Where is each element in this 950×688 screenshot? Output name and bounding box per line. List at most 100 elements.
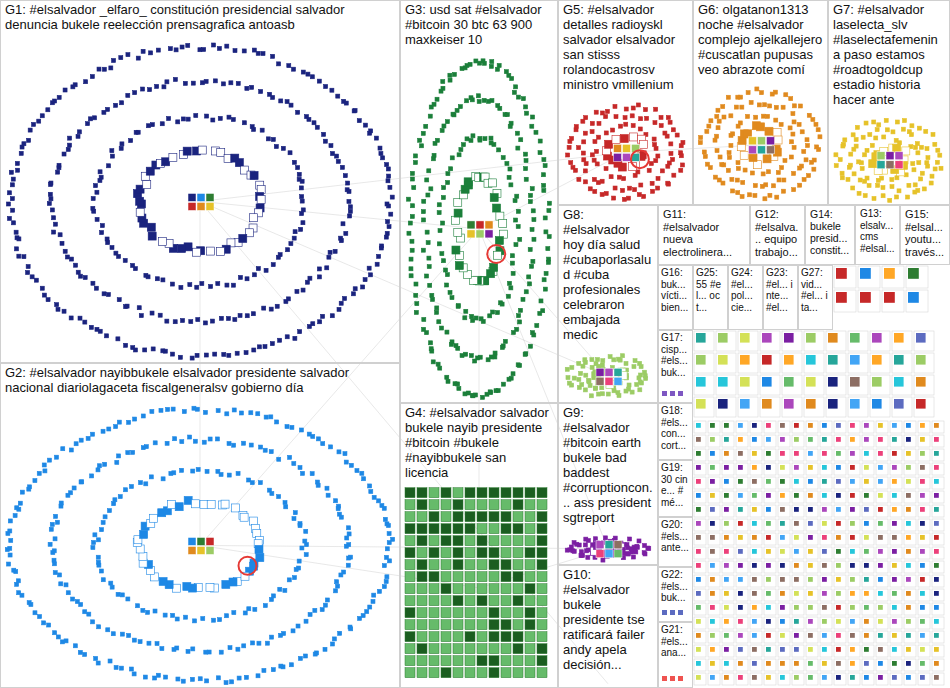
tiny-group-icon — [872, 355, 882, 365]
vertex-icon — [184, 615, 188, 619]
vertex-icon — [186, 43, 190, 47]
vertex-icon — [539, 299, 543, 303]
vertex-icon — [293, 230, 297, 234]
tiny-group-cell — [834, 266, 856, 288]
vertex-icon — [259, 445, 263, 449]
vertex-icon — [915, 142, 919, 146]
vertex-icon — [501, 488, 511, 498]
vertex-icon — [525, 608, 535, 618]
vertex-icon — [489, 524, 499, 534]
vertex-icon — [417, 620, 427, 630]
tiny-group-cell — [760, 397, 780, 417]
vertex-icon — [524, 177, 528, 181]
vertex-icon — [40, 114, 44, 118]
vertex-icon — [225, 44, 229, 48]
tiny-group-icon — [740, 355, 750, 365]
vertex-icon — [477, 524, 487, 534]
vertex-icon — [705, 162, 709, 166]
vertex-icon — [321, 314, 325, 318]
hub-icon — [877, 152, 885, 160]
vertex-icon — [659, 115, 663, 119]
vertex-icon — [301, 70, 305, 74]
vertex-icon — [766, 114, 770, 118]
tiny-group-icon — [696, 333, 706, 343]
vertex-icon — [74, 263, 78, 267]
vertex-icon — [740, 195, 744, 199]
vertex-icon — [94, 286, 98, 290]
vertex-icon — [101, 520, 105, 524]
vertex-icon — [109, 581, 113, 585]
vertex-icon — [160, 122, 164, 126]
vertex-icon — [405, 512, 415, 522]
hub-icon — [758, 137, 766, 145]
vertex-icon — [22, 142, 26, 146]
vertex-icon — [219, 472, 223, 476]
vertex-icon — [385, 163, 389, 167]
vertex-icon — [417, 584, 427, 594]
vertex-icon — [90, 75, 94, 79]
vertex-icon — [163, 613, 167, 617]
vertex-icon — [153, 609, 157, 613]
vertex-icon — [501, 382, 505, 386]
tiny-group-cell — [804, 375, 824, 395]
vertex-icon — [909, 133, 913, 137]
vertex-icon — [865, 148, 869, 152]
tiny-group-cell — [764, 421, 776, 433]
vertex-icon — [453, 596, 463, 606]
vertex-icon — [662, 676, 667, 681]
vertex-icon — [437, 203, 441, 207]
vertex-icon — [521, 297, 525, 301]
vertex-icon — [647, 547, 651, 551]
tie-line — [200, 201, 479, 228]
vertex-icon — [330, 152, 334, 156]
vertex-icon — [441, 86, 445, 90]
vertex-icon — [12, 568, 16, 572]
vertex-icon — [525, 644, 535, 654]
vertex-icon — [477, 656, 487, 666]
vertex-icon — [587, 378, 591, 382]
vertex-icon — [207, 247, 215, 255]
vertex-icon — [485, 392, 489, 396]
vertex-icon — [247, 607, 251, 611]
vertex-icon — [465, 620, 475, 630]
vertex-icon — [938, 153, 942, 157]
vertex-icon — [470, 314, 474, 318]
vertex-icon — [763, 155, 771, 163]
vertex-icon — [542, 183, 546, 187]
vertex-icon — [384, 580, 388, 584]
vertex-icon — [262, 668, 266, 672]
vertex-icon — [323, 647, 327, 651]
vertex-icon — [530, 264, 534, 268]
tiny-group-cell — [906, 290, 928, 312]
vertex-icon — [637, 193, 641, 197]
vertex-icon — [735, 178, 739, 182]
vertex-icon — [857, 160, 861, 164]
vertex-icon — [266, 137, 270, 141]
vertex-icon — [339, 301, 343, 305]
vertex-icon — [300, 546, 304, 550]
vertex-icon — [181, 117, 185, 121]
vertex-icon — [89, 325, 93, 329]
vertex-icon — [642, 551, 646, 555]
vertex-icon — [642, 194, 646, 198]
vertex-icon — [417, 632, 427, 642]
vertex-icon — [421, 210, 425, 214]
vertex-icon — [285, 335, 289, 339]
vertex-icon — [501, 500, 511, 510]
vertex-icon — [414, 293, 418, 297]
vertex-icon — [200, 81, 204, 85]
vertex-icon — [513, 500, 523, 510]
vertex-icon — [897, 189, 901, 193]
vertex-icon — [600, 386, 604, 390]
vertex-icon — [365, 610, 369, 614]
vertex-icon — [511, 271, 515, 275]
vertex-icon — [489, 596, 499, 606]
vertex-icon — [577, 361, 581, 365]
vertex-icon — [263, 345, 267, 349]
vertex-icon — [490, 99, 494, 103]
vertex-icon — [613, 186, 617, 190]
vertex-icon — [55, 520, 59, 524]
vertex-icon — [750, 171, 754, 175]
vertex-icon — [344, 544, 348, 548]
vertex-icon — [74, 442, 78, 446]
